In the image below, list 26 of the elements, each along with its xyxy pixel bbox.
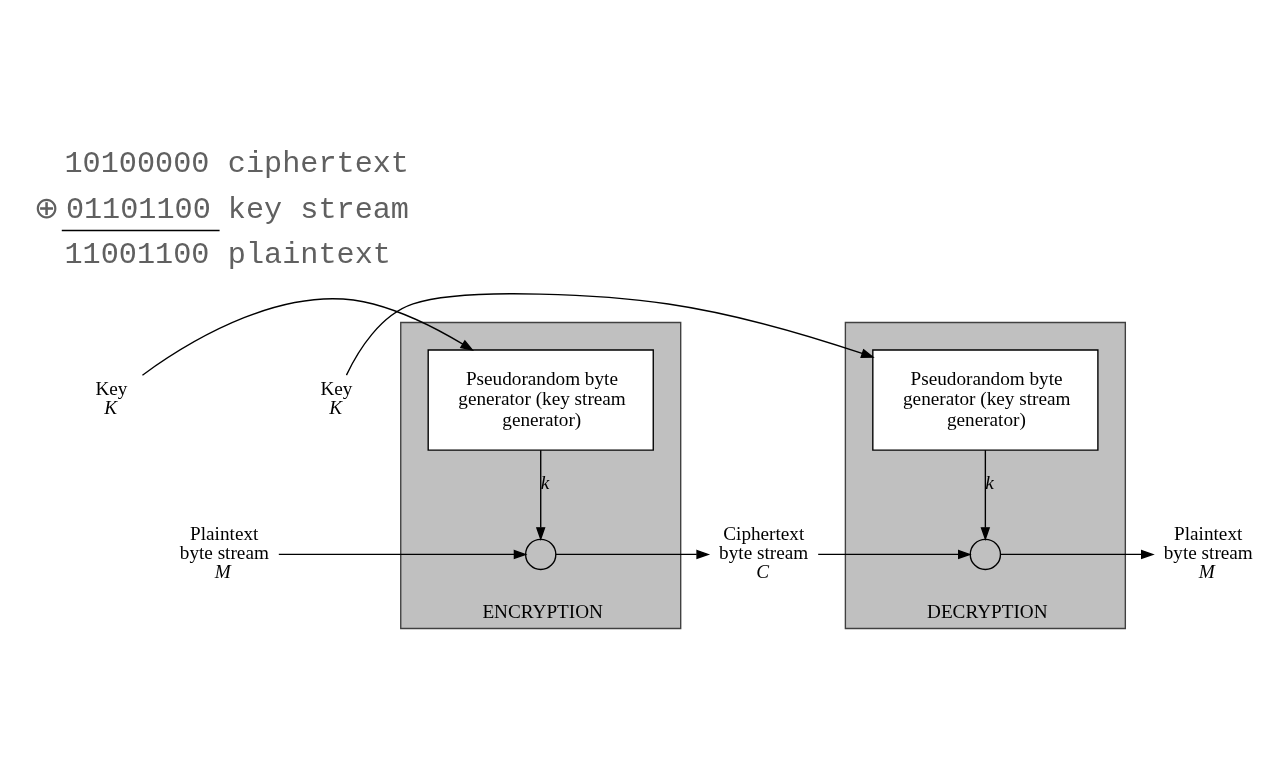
node-box: Pseudorandom byte generator (key stream generator) [427, 349, 654, 451]
label: key stream [227, 192, 409, 227]
arrow [345, 293, 875, 376]
node-box: Pseudorandom byte generator (key stream generator) [872, 349, 1099, 451]
node-text: Plaintext byte stream M [179, 522, 269, 583]
node-circle [524, 538, 557, 571]
label: 01101100 [65, 192, 211, 227]
arrow [817, 549, 972, 560]
label: 11001100 [64, 237, 210, 272]
edge-label: k [540, 471, 550, 493]
label: 10100000 [64, 147, 210, 182]
node-text: Key K [320, 377, 353, 419]
arrow [535, 449, 546, 541]
label: plaintext [227, 237, 391, 272]
node-text: Ciphertext byte stream C [719, 522, 809, 583]
arrow [141, 298, 474, 376]
node-circle [969, 538, 1002, 571]
node-text: Key K [95, 377, 128, 419]
edge-label: k [985, 471, 994, 493]
arrow [278, 549, 528, 560]
label: ⊕ [34, 192, 60, 227]
label: ciphertext [227, 147, 409, 182]
arrow [999, 549, 1155, 560]
node-text: Plaintext byte stream M [1163, 522, 1253, 583]
arrow [980, 449, 991, 541]
arrow [555, 549, 711, 560]
